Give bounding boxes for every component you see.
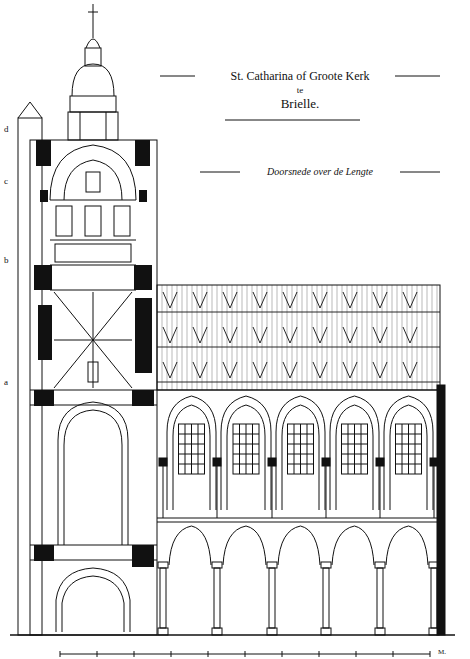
scale-unit: M.: [436, 649, 448, 657]
drawing-title: St. Catharina of Groote Kerk: [229, 70, 372, 83]
level-mark: b: [2, 256, 11, 266]
town-name: Brielle.: [279, 97, 322, 111]
level-mark: a: [2, 378, 10, 388]
title-word: te: [295, 86, 306, 96]
view-title: Doorsnede over de Lengte: [265, 166, 375, 177]
level-mark: d: [2, 125, 11, 135]
level-mark: c: [2, 177, 10, 187]
